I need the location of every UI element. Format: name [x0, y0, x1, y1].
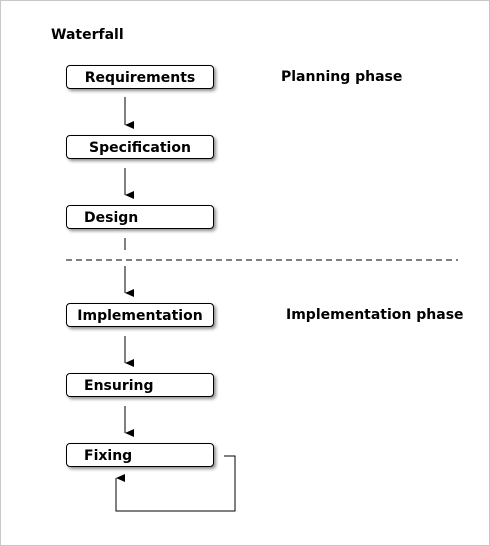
step-requirements[interactable]: Requirements — [66, 65, 214, 89]
step-label: Implementation — [77, 308, 203, 324]
step-label: Fixing — [84, 448, 133, 464]
step-label: Requirements — [84, 70, 196, 86]
step-label: Ensuring — [84, 378, 154, 394]
step-label: Specification — [89, 140, 191, 156]
step-fixing[interactable]: Fixing — [66, 443, 214, 467]
step-design[interactable]: Design — [66, 205, 214, 229]
feedback-loop-arrow — [115, 455, 236, 512]
step-label: Design — [84, 210, 139, 226]
phase-label-planning: Planning phase — [281, 69, 403, 85]
step-ensuring[interactable]: Ensuring — [66, 373, 214, 397]
diagram-title: Waterfall — [51, 27, 124, 43]
phase-label-implementation: Implementation phase — [286, 307, 464, 323]
step-specification[interactable]: Specification — [66, 135, 214, 159]
step-implementation[interactable]: Implementation — [66, 303, 214, 327]
